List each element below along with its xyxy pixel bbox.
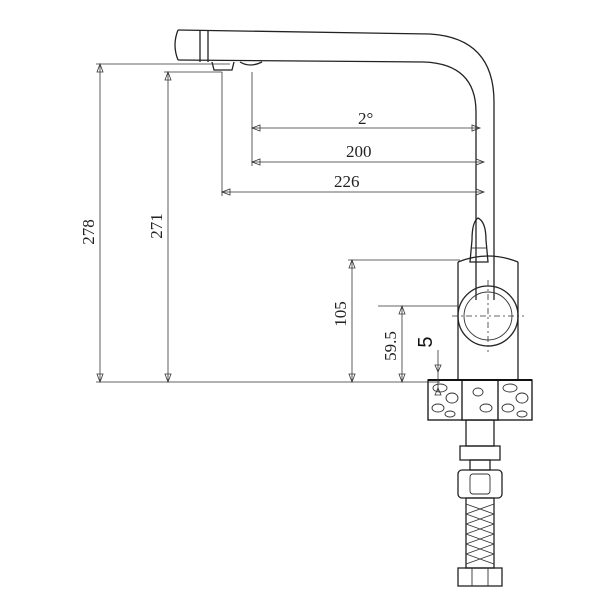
dim-5: 5 [415,336,442,396]
dim-226: 226 [220,172,486,196]
dim-278: 278 [79,62,104,384]
dim-59-5: 59.5 [381,304,406,384]
dim-5-label: 5 [415,336,437,347]
dim-226-label: 226 [334,172,360,191]
faucet-lever-handle [469,217,489,263]
countertop-section [427,379,533,421]
braided-hose [457,497,503,587]
dim-200-label: 200 [346,142,372,161]
dim-105: 105 [331,258,356,384]
mounting-shank [457,419,503,499]
dim-278-label: 278 [79,219,98,245]
dim-angle: 2° [250,109,482,132]
dim-angle-label: 2° [358,109,373,128]
dim-105-label: 105 [331,301,350,327]
dim-200: 200 [250,142,486,166]
faucet-body [452,255,524,380]
dim-271-label: 271 [147,213,166,239]
dim-59-5-label: 59.5 [381,331,400,361]
faucet-spout [174,29,495,300]
dim-271: 271 [147,70,172,384]
